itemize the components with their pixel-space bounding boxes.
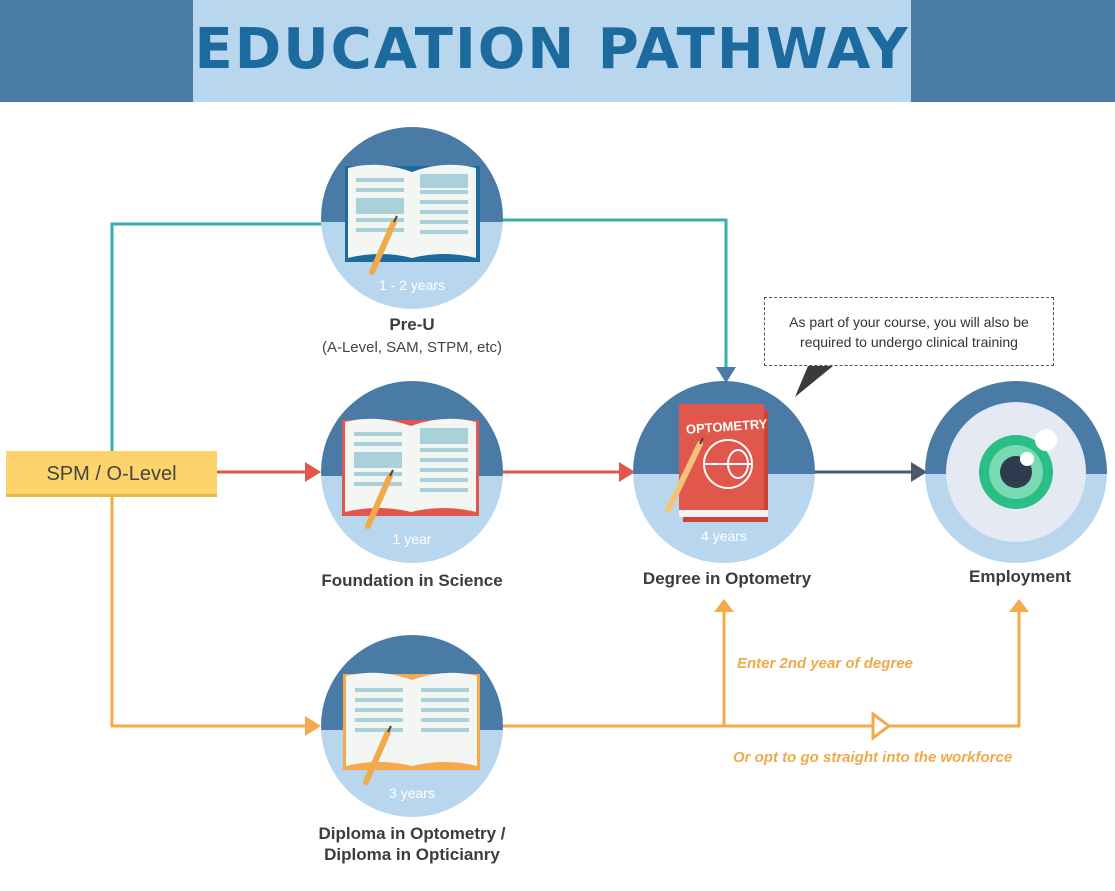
workforce-note: Or opt to go straight into the workforce: [733, 749, 1013, 766]
dark-connector: [815, 462, 927, 482]
degree-title: Degree in Optometry: [642, 569, 812, 588]
arrow-to-degree-top: [716, 367, 736, 383]
pencil-icon: [363, 725, 392, 785]
eye-icon: [946, 402, 1086, 542]
arrow-up-degree: [714, 599, 734, 612]
pencil-icon: [369, 215, 398, 275]
book-label: OPTOMETRY: [685, 416, 768, 437]
pre-u-duration: 1 - 2 years: [378, 277, 446, 293]
orange-connector: [110, 497, 1021, 728]
pre-u-subtitle: (A-Level, SAM, STPM, etc): [321, 339, 503, 356]
pre-u-title: Pre-U: [389, 315, 435, 334]
book-icon: [342, 418, 479, 516]
book-icon: [345, 164, 480, 262]
note-tail: [795, 366, 833, 397]
arrow-to-foundation: [305, 462, 321, 482]
spm-o-level-box: SPM / O-Level: [6, 451, 217, 497]
note-line-2: required to undergo clinical training: [800, 334, 1018, 350]
diploma-title-line2: Diploma in Opticianry: [324, 845, 500, 864]
enter-2nd-year-note: Enter 2nd year of degree: [737, 655, 913, 672]
employment-circle: [925, 381, 1107, 563]
pencil-icon: [365, 469, 394, 529]
employment-title: Employment: [968, 567, 1072, 586]
diploma-duration: 3 years: [389, 785, 435, 801]
arrow-to-diploma: [305, 716, 321, 736]
degree-duration: 4 years: [701, 528, 747, 544]
arrow-to-degree-left: [619, 462, 635, 482]
teal-connector: [110, 218, 728, 451]
arrow-up-employment: [1009, 599, 1029, 612]
optometry-book-icon: [665, 404, 768, 522]
note-line-1: As part of your course, you will also be: [789, 314, 1029, 330]
open-arrow-workforce: [871, 711, 892, 741]
book-icon: [343, 672, 480, 770]
diploma-title-line1: Diploma in Optometry /: [318, 824, 506, 843]
header-box: [193, 0, 911, 102]
foundation-duration: 1 year: [392, 531, 432, 547]
page-title: EDUCATION PATHWAY: [194, 17, 910, 82]
foundation-title: Foundation in Science: [321, 571, 503, 590]
clinical-training-note: As part of your course, you will also be…: [764, 297, 1054, 366]
